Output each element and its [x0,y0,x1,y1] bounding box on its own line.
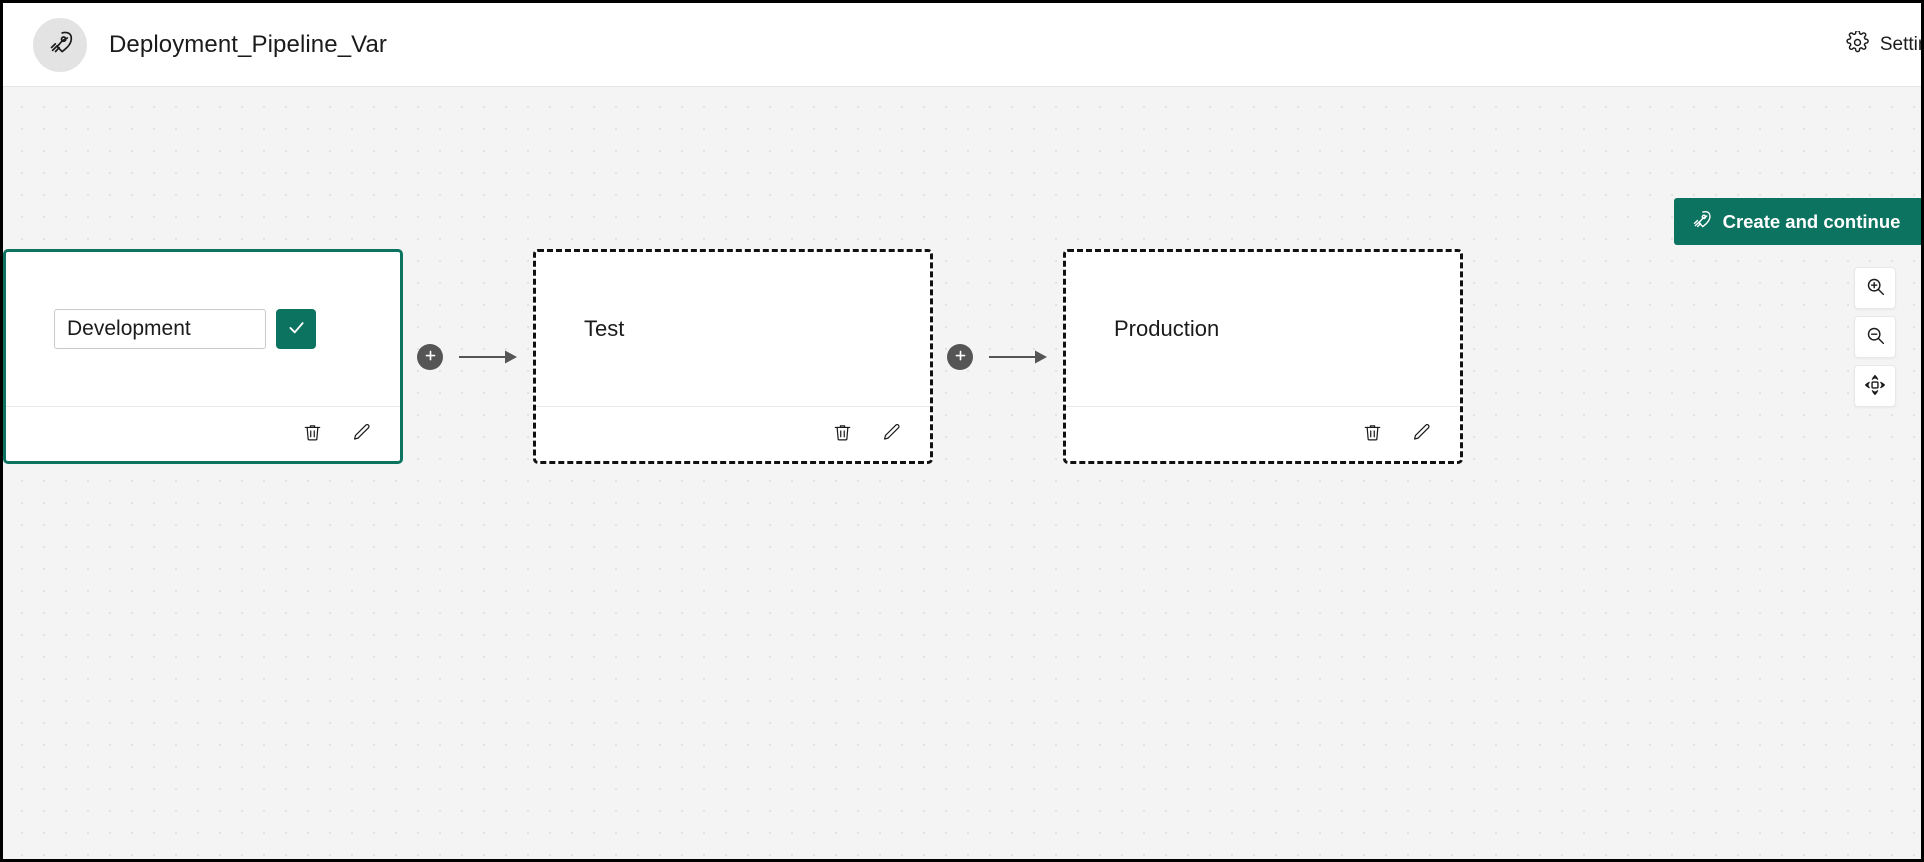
settings-label: Setting [1879,34,1921,55]
stage-card-body: Production [1066,252,1460,406]
pipeline-stage-flow: Test [3,249,1463,464]
stage-name-edit-row [54,309,316,349]
arrow-right-icon [989,348,1049,366]
rocket-logo-badge [33,17,87,72]
edit-stage-button[interactable] [1409,420,1434,448]
zoom-in-button[interactable] [1854,267,1896,309]
fit-to-view-button[interactable] [1854,365,1896,407]
delete-stage-button[interactable] [830,420,855,448]
edit-stage-button[interactable] [349,420,374,448]
create-and-continue-button[interactable]: Create and continue [1674,198,1921,245]
pencil-icon [881,422,902,446]
trash-icon [832,422,853,446]
pencil-icon [351,422,372,446]
stage-card-body [6,252,400,406]
trash-icon [302,422,323,446]
stage-card-footer [6,406,400,461]
stage-card-production[interactable]: Production [1063,249,1463,464]
stage-card-test[interactable]: Test [533,249,933,464]
stage-card-footer [536,406,930,461]
confirm-stage-name-button[interactable] [276,309,316,349]
app-header: Deployment_Pipeline_Var Setting [3,3,1921,87]
fit-to-view-icon [1864,374,1886,399]
header-left-group: Deployment_Pipeline_Var [3,17,388,72]
add-stage-button[interactable] [947,343,973,370]
gear-icon [1846,29,1869,59]
stage-card-footer [1066,406,1460,461]
zoom-out-button[interactable] [1854,316,1896,358]
check-icon [286,317,307,341]
magnifier-plus-icon [1865,276,1886,300]
application-window: Deployment_Pipeline_Var Setting [3,3,1921,859]
pipeline-canvas[interactable]: Create and continue [3,87,1921,859]
settings-button[interactable]: Setting [1846,3,1921,87]
delete-stage-button[interactable] [300,420,325,448]
plus-circle-icon [423,348,438,366]
stage-name-input[interactable] [54,309,266,349]
delete-stage-button[interactable] [1360,420,1385,448]
stage-connector [933,249,1063,464]
rocket-icon [1691,209,1712,235]
stage-name-label: Production [1114,316,1220,341]
magnifier-minus-icon [1865,325,1886,349]
trash-icon [1362,422,1383,446]
stage-card-development[interactable] [3,249,403,464]
page-title: Deployment_Pipeline_Var [109,30,388,58]
stage-connector [403,249,533,464]
pencil-icon [1411,422,1432,446]
plus-circle-icon [953,348,968,366]
add-stage-button[interactable] [417,343,443,370]
edit-stage-button[interactable] [879,420,904,448]
stage-name-label: Test [584,316,625,341]
arrow-right-icon [459,348,519,366]
stage-card-body: Test [536,252,930,406]
zoom-controls-group [1854,267,1896,407]
create-and-continue-label: Create and continue [1722,210,1901,232]
rocket-icon [47,29,74,61]
